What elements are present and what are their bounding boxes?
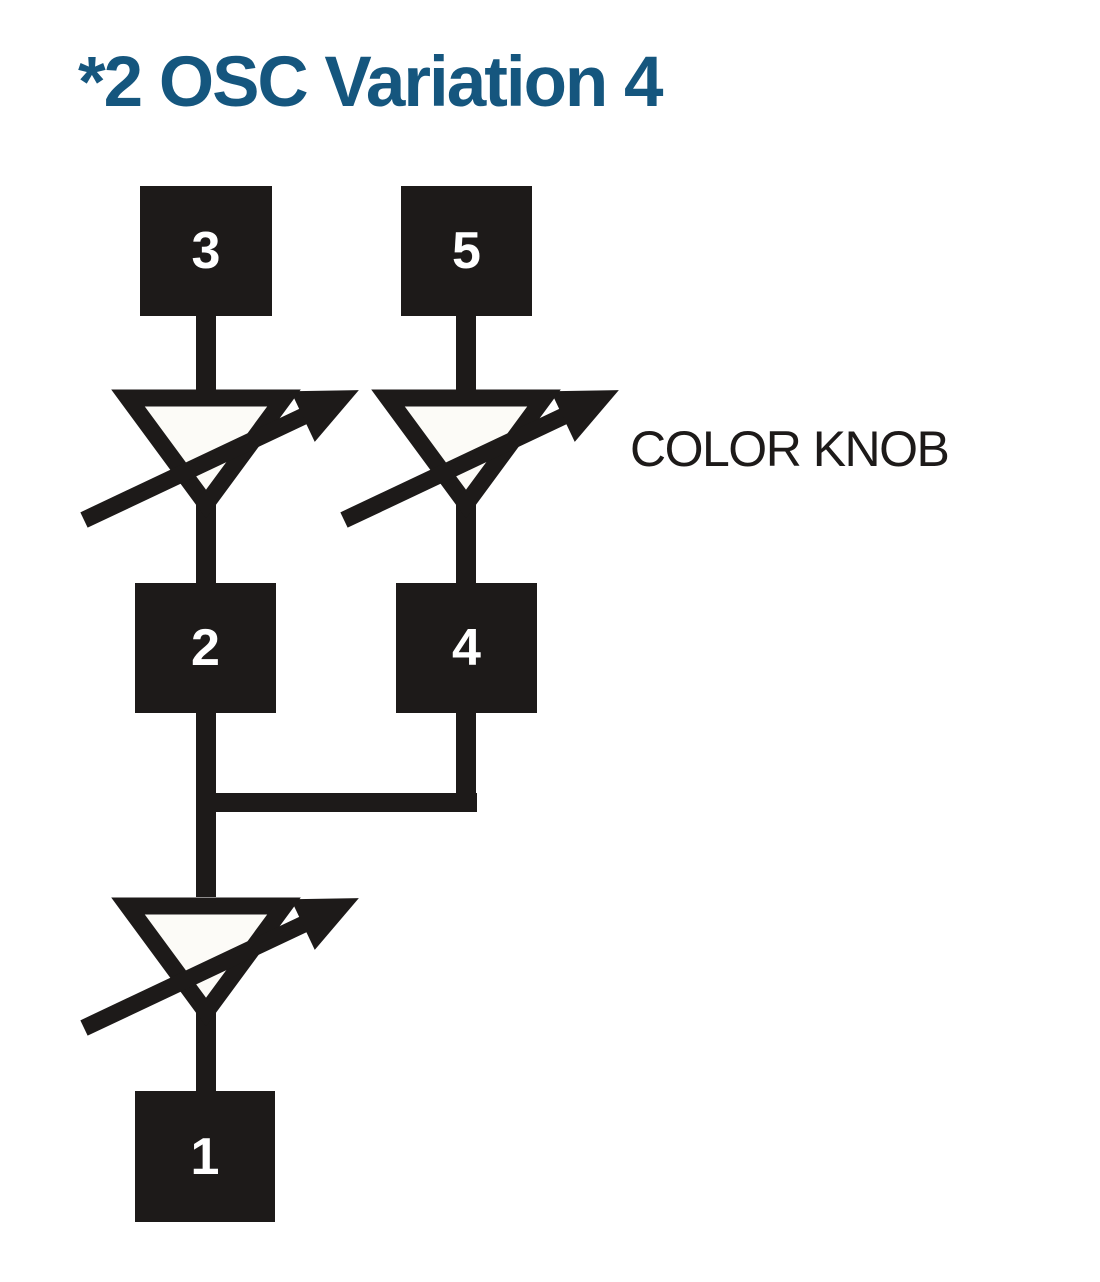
page-title: *2 OSC Variation 4	[78, 43, 664, 122]
wire-node3-to-vca	[196, 316, 216, 400]
node-box-1: 1	[135, 1091, 275, 1222]
node-label: 2	[191, 619, 220, 677]
color-knob-label: COLOR KNOB	[630, 421, 950, 477]
wire-node4-down	[456, 713, 476, 812]
node-box-2: 2	[135, 583, 276, 713]
node-label: 1	[190, 1127, 220, 1186]
wire-vca-to-node1	[196, 1008, 216, 1091]
wire-vca-to-node2	[196, 500, 216, 583]
variable-amplifier-icon-5-4-color-knob	[338, 380, 650, 538]
node-label: 4	[452, 619, 481, 677]
wire-merge-horizontal	[196, 793, 477, 812]
node-box-4: 4	[396, 583, 537, 713]
node-box-3: 3	[140, 186, 272, 316]
wire-vca-to-node4	[456, 500, 476, 583]
node-box-5: 5	[401, 186, 532, 316]
node-label: 3	[191, 222, 221, 280]
node-label: 5	[452, 222, 481, 280]
wire-node5-to-vca	[456, 316, 476, 400]
variable-amplifier-icon-mix-1	[78, 888, 390, 1046]
